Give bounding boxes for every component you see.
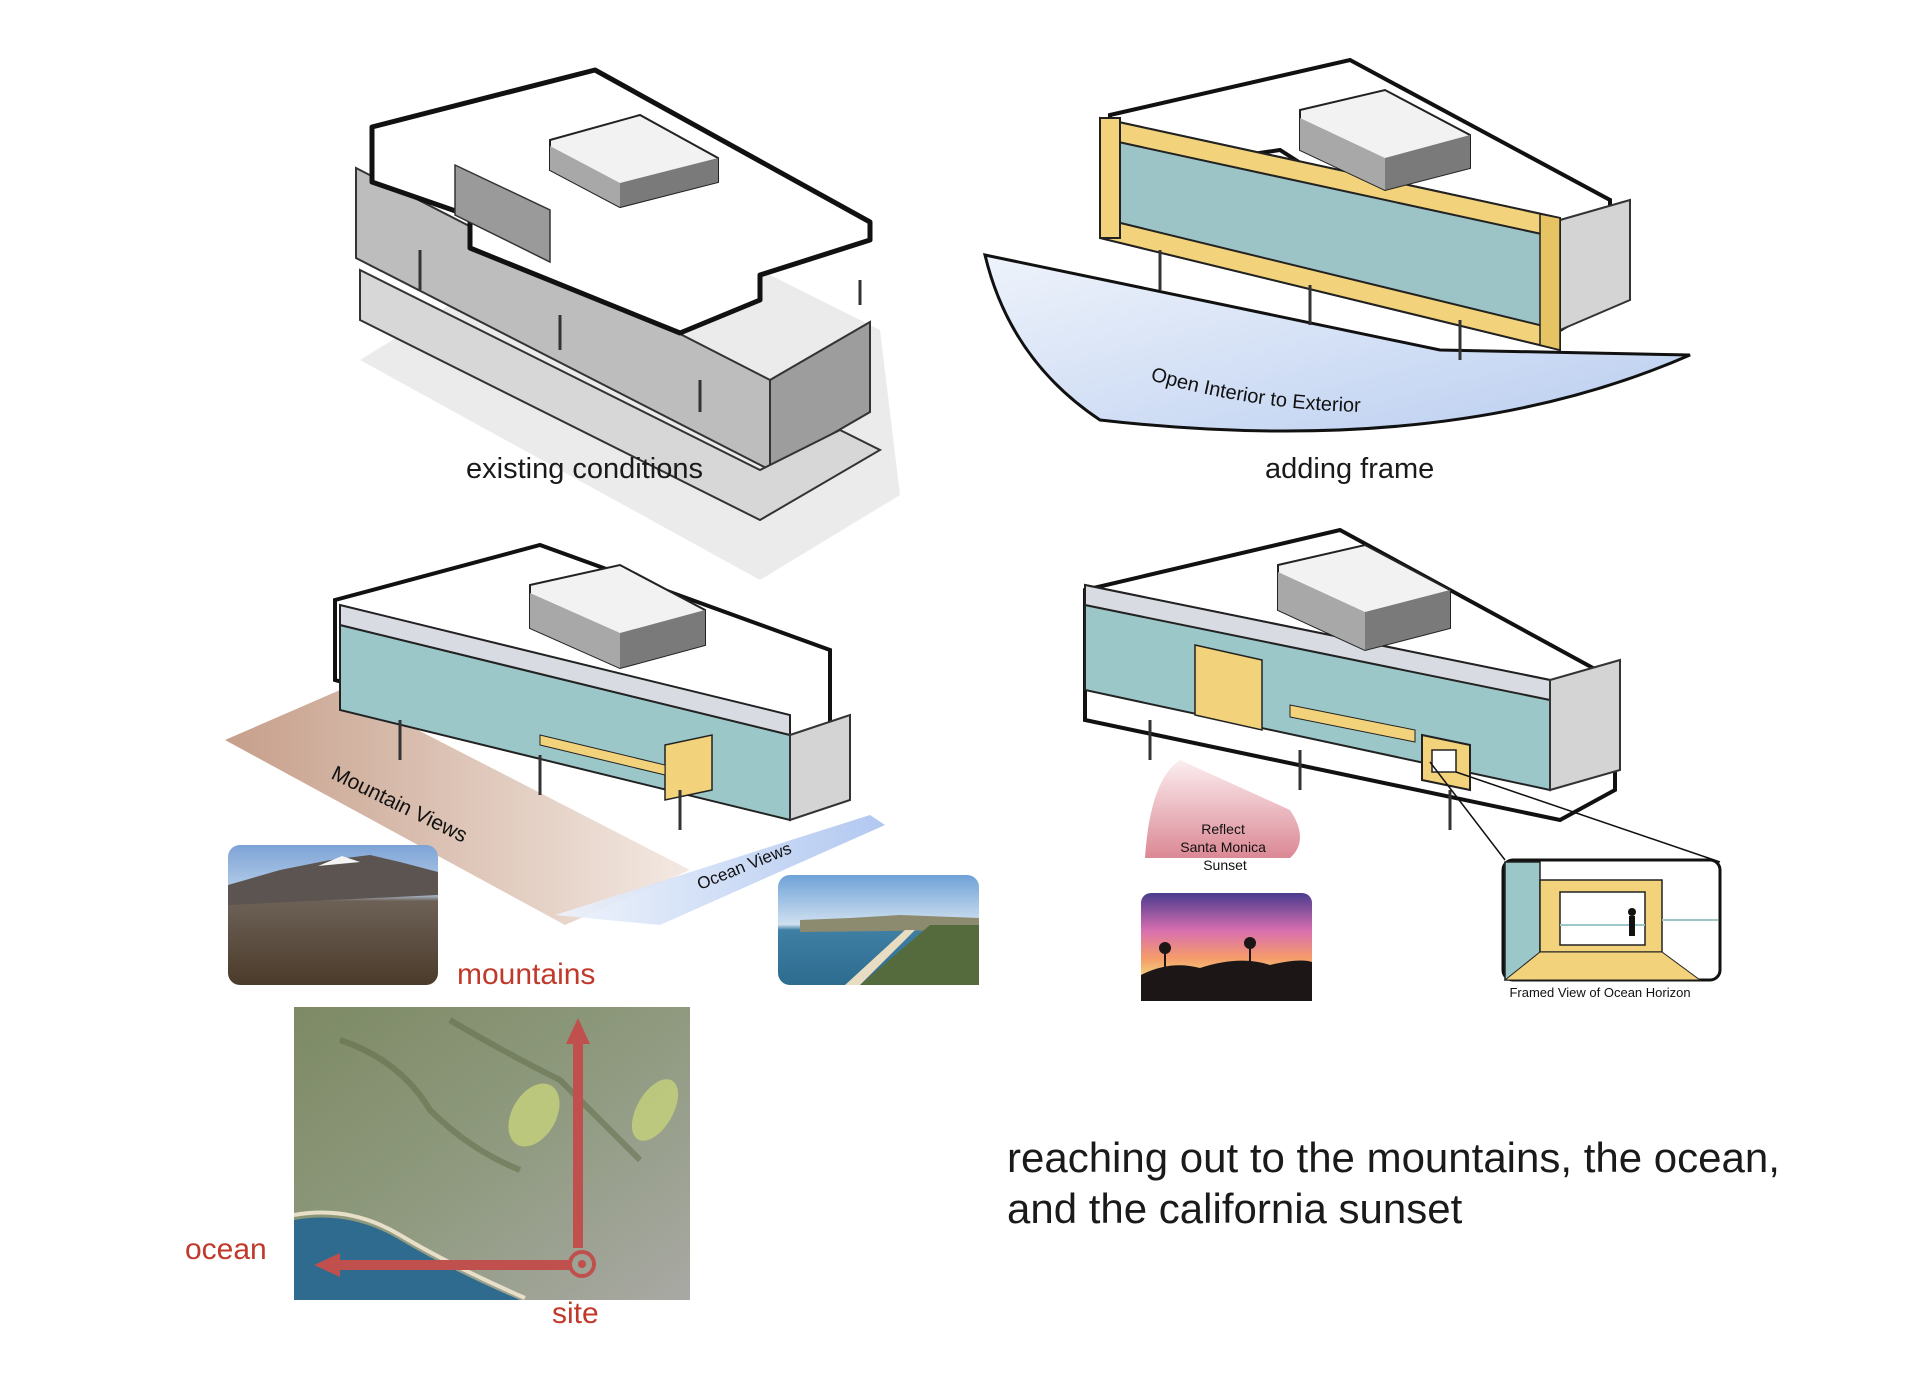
framed-view-label: Framed View of Ocean Horizon [1509,985,1690,1000]
site-marker-dot [578,1260,586,1268]
tagline-line-1: reaching out to the mountains, the ocean… [1007,1132,1887,1183]
tagline: reaching out to the mountains, the ocean… [1007,1132,1887,1234]
framed-view-inset [1503,860,1720,980]
mountains-photo [228,845,438,985]
label-site: site [552,1297,599,1331]
tagline-line-2: and the california sunset [1007,1183,1887,1234]
label-ocean: ocean [185,1233,267,1267]
caption-existing-conditions: existing conditions [466,453,703,486]
building-frame [985,60,1690,431]
label-mountains: mountains [457,958,595,992]
caption-adding-frame: adding frame [1265,453,1434,486]
ocean-photo [778,875,979,985]
aerial-map [294,1007,690,1300]
sunset-photo [1141,893,1312,1001]
